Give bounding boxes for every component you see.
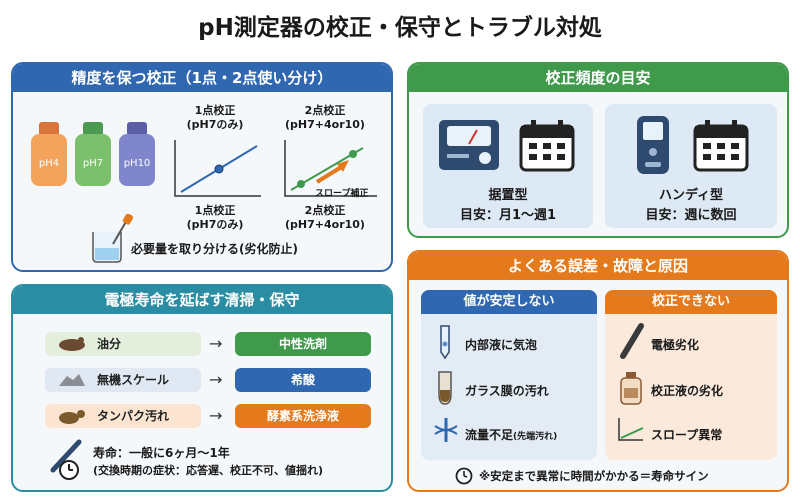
- frequency-header: 校正頻度の目安: [409, 64, 787, 92]
- unstable-item: 内部液に気泡: [465, 338, 538, 352]
- bottle-ph4: pH4: [31, 122, 67, 186]
- two-point-title: 2点校正 (pH7+4or10): [285, 104, 365, 131]
- remedy-dilute-acid: 希酸: [235, 368, 371, 392]
- stationary-card: 据置型 目安：月1〜週1: [423, 104, 593, 228]
- stationary-title: 据置型: [488, 188, 528, 203]
- handy-frequency: 目安：週に数回: [645, 208, 737, 223]
- degraded-solution-icon: [620, 372, 642, 405]
- cannot-item: 校正液の劣化: [651, 384, 724, 398]
- maintenance-panel: 電極寿命を延ばす清掃・保守 油分 → 中性洗剤 無機スケール → 希酸 タンパク…: [11, 284, 393, 492]
- remedy-enzyme-cleaner: 酵素系洗浄液: [235, 404, 371, 428]
- calendar-icon: [519, 120, 575, 172]
- protein-stain-icon: [59, 410, 85, 424]
- clock-icon: [455, 467, 473, 485]
- arrow-icon: →: [209, 334, 223, 353]
- arrow-icon: →: [209, 370, 223, 389]
- one-point-title: 1点校正 (pH7のみ): [186, 104, 244, 131]
- unstable-item: 流量不足(先端汚れ): [465, 426, 557, 443]
- degraded-electrode-icon: [620, 323, 644, 359]
- cannot-item: スロープ異常: [651, 428, 723, 442]
- handy-title: ハンディ型: [658, 188, 724, 203]
- lifespan-sign-note: ※安定まで異常に時間がかかる＝寿命サイン: [479, 469, 709, 483]
- slope-anomaly-icon: [618, 418, 644, 441]
- flow-shortage-note: (先端汚れ): [513, 432, 558, 442]
- replacement-symptoms: (交換時期の症状：応答遅、校正不可、値揺れ): [93, 464, 324, 477]
- calibration-header: 精度を保つ校正（1点・2点使い分け）: [13, 64, 391, 92]
- bottle-ph7: pH7: [75, 122, 111, 186]
- dirty-membrane-icon: [438, 371, 452, 405]
- bottle-label: pH7: [82, 158, 104, 169]
- stationary-frequency: 目安：月1〜週1: [459, 208, 557, 223]
- slope-correction-label: スロープ補正: [315, 189, 369, 199]
- maintenance-header: 電極寿命を延ばす清掃・保守: [13, 286, 391, 314]
- beaker-dropper-icon: [92, 214, 133, 263]
- one-point-graph: [174, 140, 261, 197]
- arrow-icon: →: [209, 406, 223, 425]
- page-title: pH測定器の校正・保守とトラブル対処: [198, 15, 602, 41]
- unstable-item: ガラス膜の汚れ: [465, 384, 549, 398]
- scale-icon: [59, 374, 85, 386]
- benchtop-meter-icon: [439, 120, 499, 170]
- bubble-electrode-icon: [440, 325, 450, 360]
- flow-shortage-text: 流量不足: [465, 428, 514, 442]
- two-point-graph: [284, 140, 377, 197]
- oil-stain-icon: [59, 337, 85, 351]
- cannot-item: 電極劣化: [651, 338, 700, 352]
- calendar-icon: [693, 120, 749, 172]
- handheld-meter-icon: [637, 116, 669, 174]
- dirt-label: タンパク汚れ: [97, 409, 170, 423]
- cannot-calibrate-header: 校正できない: [605, 290, 777, 314]
- bottle-label: pH4: [38, 158, 60, 169]
- cannot-calibrate-column: 校正できない 電極劣化 校正液の劣化 スロープ異常: [605, 290, 777, 460]
- electrode-timer-icon: [50, 439, 82, 480]
- bottle-label: pH10: [123, 158, 151, 169]
- unstable-column: 値が安定しない 内部液に気泡 ガラス膜の汚れ 流量不足(先端汚れ): [421, 290, 597, 460]
- frequency-panel: 校正頻度の目安 据置型 目安：月1〜週1: [407, 62, 789, 238]
- calibration-panel: 精度を保つ校正（1点・2点使い分け） pH4 pH7 pH10 1点校正 (pH…: [11, 62, 393, 272]
- two-point-caption: 2点校正 (pH7+4or10): [285, 204, 365, 231]
- dirt-label: 油分: [97, 337, 122, 351]
- bottle-ph10: pH10: [119, 122, 155, 186]
- flow-icon: [434, 418, 458, 442]
- handy-card: ハンディ型 目安：週に数回: [605, 104, 777, 228]
- dirt-label: 無機スケール: [97, 373, 170, 387]
- unstable-header: 値が安定しない: [421, 290, 597, 314]
- remedy-neutral-detergent: 中性洗剤: [235, 332, 371, 356]
- lifespan-text: 寿命：一般に6ヶ月〜1年: [93, 446, 230, 460]
- one-point-caption: 1点校正 (pH7のみ): [186, 204, 244, 231]
- errors-header: よくある誤差・故障と原因: [409, 252, 787, 280]
- aliquot-note: 必要量を取り分ける(劣化防止): [131, 242, 298, 256]
- errors-panel: よくある誤差・故障と原因 値が安定しない 内部液に気泡 ガラス膜の汚れ 流量不足…: [407, 250, 789, 492]
